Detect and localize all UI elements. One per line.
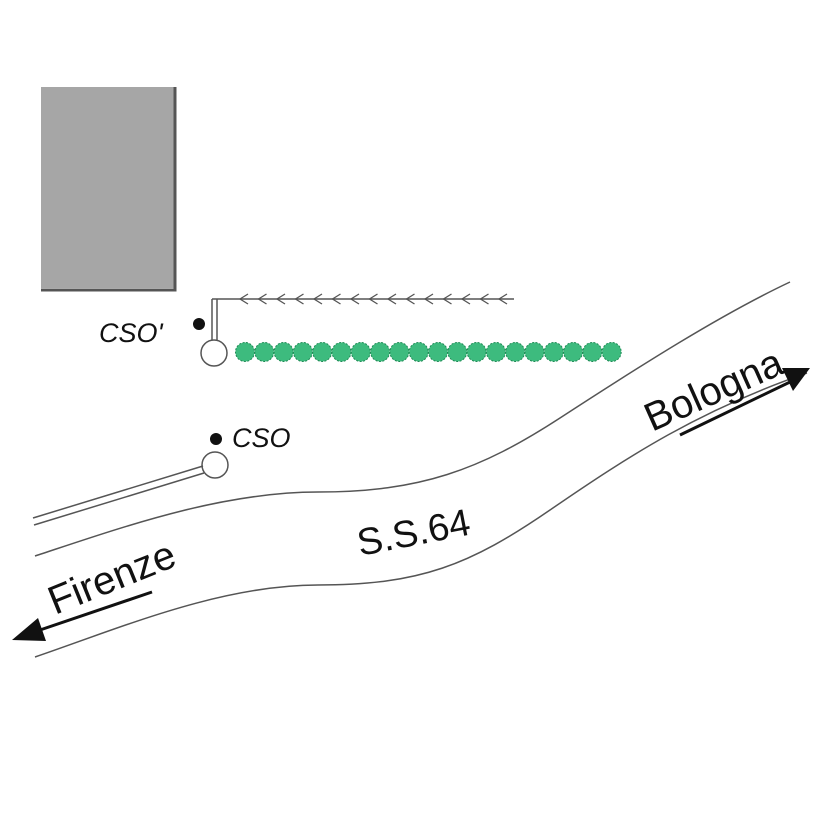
- hedge-shrub: [254, 342, 275, 362]
- hedge-shrub: [331, 342, 352, 362]
- arrow-north-icon: [782, 368, 810, 391]
- fence-tick: [442, 293, 452, 305]
- fence-tick: [368, 293, 378, 305]
- fence-tick: [349, 293, 360, 305]
- hedge-shrub: [582, 342, 603, 362]
- bologna-label: Bologna: [638, 340, 791, 440]
- road-ss64: [34, 281, 808, 658]
- hedge-shrub: [292, 342, 313, 362]
- hedge-shrub: [370, 342, 391, 362]
- sampling-point-cso-prime: CSO': [99, 318, 228, 367]
- hedge-shrub: [408, 342, 429, 362]
- hedge-shrub: [563, 342, 584, 362]
- hedge-shrub: [235, 342, 255, 362]
- fence-tick: [238, 293, 249, 305]
- cso-label: CSO: [232, 423, 291, 453]
- hedge-shrub: [601, 342, 622, 362]
- hedge-row: [235, 342, 622, 362]
- fence-tick: [386, 293, 397, 305]
- fence-tick: [497, 293, 508, 305]
- direction-bologna: Bologna: [638, 340, 810, 440]
- fence-tick: [460, 293, 471, 305]
- hedge-shrub: [350, 342, 371, 362]
- hedge-shrub: [485, 342, 506, 362]
- fence-tick: [294, 293, 304, 305]
- hedge-shrub: [466, 342, 487, 362]
- hedge-shrub: [389, 342, 410, 362]
- fence: [211, 293, 514, 342]
- arrow-south-icon: [12, 618, 46, 641]
- building: [41, 87, 177, 292]
- fence-tick: [257, 293, 267, 305]
- fence-tick: [331, 293, 341, 305]
- road-name-label: S.S.64: [354, 502, 474, 565]
- sampling-point-cso: CSO: [201, 423, 291, 479]
- fence-tick: [312, 293, 323, 305]
- hedge-shrub: [273, 342, 294, 362]
- direction-firenze: Firenze: [12, 533, 182, 641]
- hedge-shrub: [428, 342, 448, 362]
- fence-tick: [405, 293, 415, 305]
- fence-tick: [479, 293, 489, 305]
- hedge-shrub: [312, 342, 333, 362]
- hedge-shrub: [524, 342, 545, 362]
- hedge-shrub: [505, 342, 526, 362]
- fence-tick: [275, 293, 286, 305]
- fence-tick: [423, 293, 434, 305]
- hedge-shrub: [543, 342, 564, 362]
- cso-prime-label: CSO': [99, 318, 164, 348]
- side-road: [32, 465, 205, 526]
- hedge-shrub: [447, 342, 468, 362]
